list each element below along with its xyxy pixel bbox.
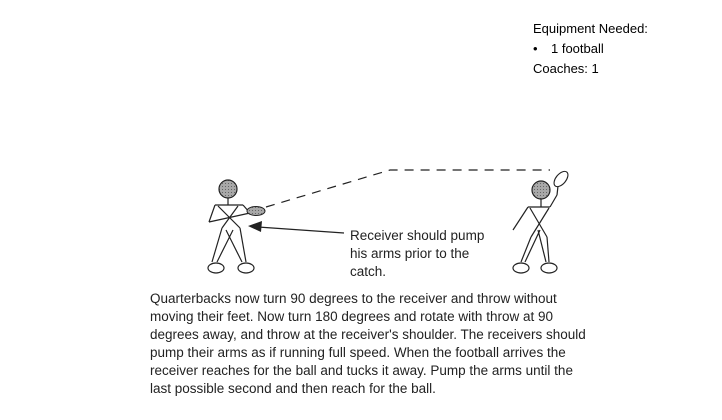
arrow-icon <box>248 221 345 234</box>
receiver-figure <box>207 179 255 274</box>
football-thrown <box>553 170 569 188</box>
equipment-heading: Equipment Needed: <box>533 21 648 36</box>
quarterback-figure <box>512 180 559 274</box>
drill-description: Quarterbacks now turn 90 degrees to the … <box>150 290 586 398</box>
description-line: pump their arms as if running full speed… <box>150 345 566 360</box>
caption-line: his arms prior to the <box>350 246 470 261</box>
caption-line: catch. <box>350 264 387 279</box>
diagram-caption: Receiver should pump his arms prior to t… <box>350 227 484 281</box>
equipment-box: Equipment Needed: •1 football Coaches: 1 <box>533 19 648 79</box>
bullet: • <box>533 41 538 56</box>
coaches-count: Coaches: 1 <box>533 61 599 76</box>
football-caught <box>246 206 266 216</box>
description-line: degrees away, and throw at the receiver'… <box>150 327 586 342</box>
equipment-item: •1 football <box>533 39 648 59</box>
throw-path <box>265 169 550 208</box>
description-line: receiver reaches for the ball and tucks … <box>150 363 573 378</box>
description-line: Quarterbacks now turn 90 degrees to the … <box>150 291 557 306</box>
caption-line: Receiver should pump <box>350 228 485 243</box>
description-line: last possible second and then reach for … <box>150 381 436 396</box>
description-line: moving their feet. Now turn 180 degrees … <box>150 309 553 324</box>
